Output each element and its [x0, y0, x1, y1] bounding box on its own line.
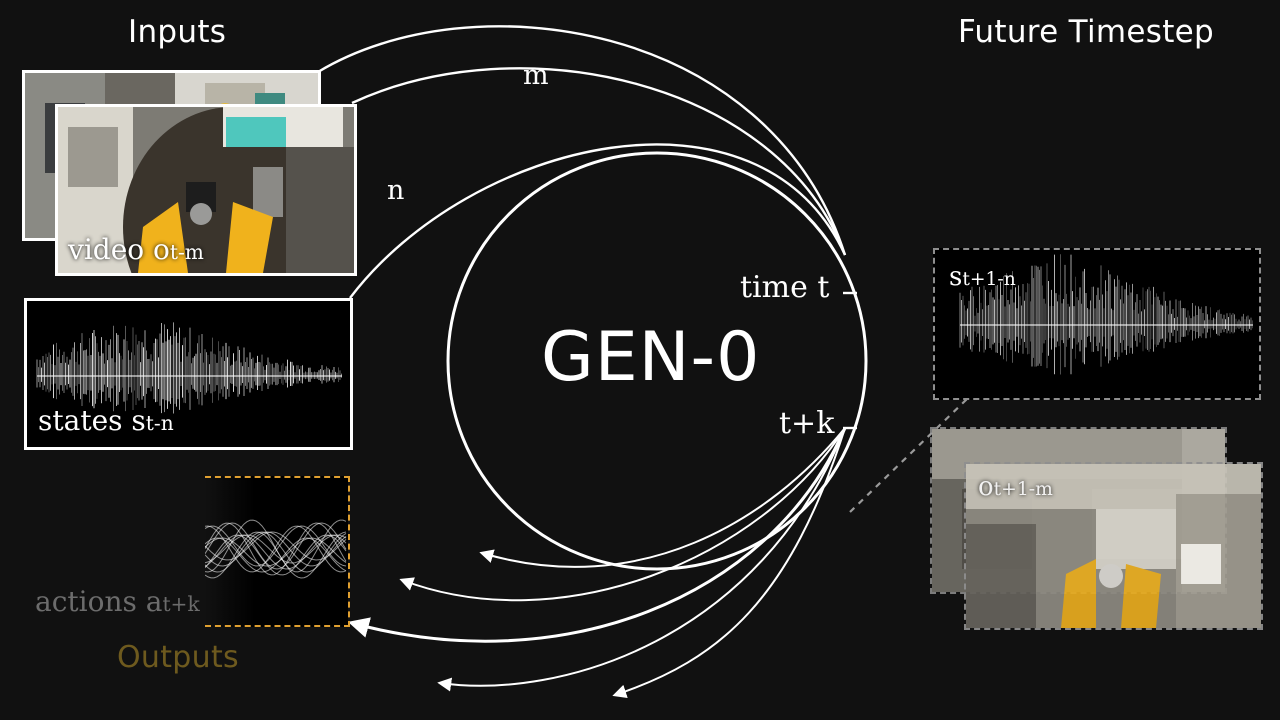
states-input-prefix: states: [38, 404, 132, 437]
future-state-symbol: s: [949, 262, 963, 292]
states-waveform: [36, 322, 342, 414]
video-input-symbol: o: [153, 233, 170, 266]
future-state-label: st+1-n: [949, 262, 1016, 292]
output-arrow-1: [479, 427, 846, 568]
output-arrow-main: [347, 427, 847, 643]
action-trajectory: [205, 525, 347, 573]
model-circle: [446, 151, 868, 571]
future-heading: Future Timestep: [958, 14, 1214, 50]
states-input-symbol: s: [131, 404, 146, 437]
future-state-waveform: [959, 254, 1253, 375]
video-frame-front-image: [58, 107, 354, 273]
future-state-subscript: t+1-n: [962, 269, 1016, 290]
video-input-subscript: t-m: [169, 240, 204, 264]
time-t-label: time t: [740, 270, 830, 305]
video-window-label: m: [523, 60, 549, 91]
future-state-frame: st+1-n: [933, 248, 1261, 400]
time-tk-label: t+k: [779, 406, 835, 441]
future-obs-label: ot+1-m: [978, 472, 1053, 502]
model-name: GEN-0: [541, 318, 761, 397]
action-trajectory: [205, 537, 347, 567]
actions-output-prefix: actions: [35, 585, 146, 618]
video-context-arc-inner: [351, 67, 847, 256]
future-dashed-link: [849, 397, 969, 513]
action-trajectory: [205, 522, 347, 576]
actions-output-symbol: a: [145, 585, 163, 618]
action-trajectory: [205, 525, 347, 567]
action-trajectory: [205, 522, 347, 570]
output-arrow-2: [399, 427, 846, 602]
output-arrow-3: [437, 427, 846, 692]
video-input-prefix: video: [68, 233, 154, 266]
future-obs-front-image: [966, 464, 1261, 628]
action-trajectory: [205, 534, 347, 564]
video-context-arc-outer: [317, 25, 847, 256]
actions-output-subscript: t+k: [162, 592, 200, 616]
state-window-label: n: [387, 175, 405, 206]
output-arrow-4: [612, 427, 846, 699]
states-input-subscript: t-n: [145, 411, 174, 435]
outputs-heading: Outputs: [117, 640, 239, 675]
action-trajectory: [205, 531, 347, 573]
action-trajectory: [205, 537, 347, 573]
future-obs-frame-front: ot+1-m: [964, 462, 1263, 630]
inputs-heading: Inputs: [128, 14, 227, 50]
video-input-label: video ot-m: [68, 233, 204, 266]
actions-output-label: actions at+k: [35, 585, 200, 618]
future-obs-symbol: o: [978, 472, 994, 502]
states-input-label: states st-n: [38, 404, 174, 437]
actions-frame: [205, 476, 350, 627]
states-frame: states st-n: [24, 298, 353, 450]
actions-waves: [205, 519, 347, 579]
future-obs-subscript: t+1-m: [993, 479, 1053, 500]
state-context-arc: [349, 143, 847, 299]
action-trajectory: [205, 531, 347, 561]
action-trajectory: [205, 534, 347, 576]
video-frame-front: video ot-m: [55, 104, 357, 276]
